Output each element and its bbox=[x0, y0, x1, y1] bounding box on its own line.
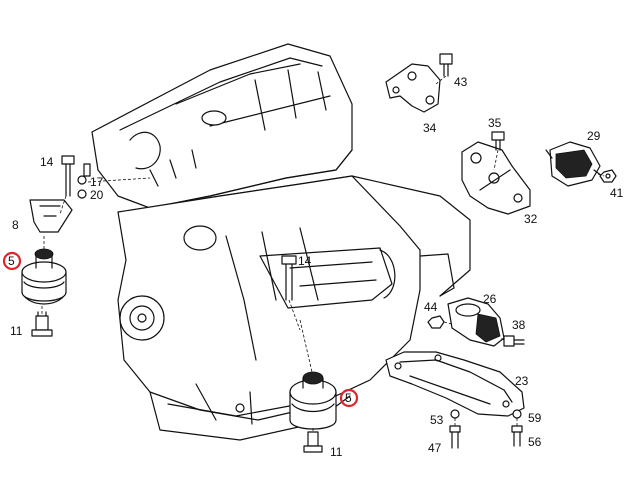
nut-41 bbox=[599, 169, 617, 183]
label-14-left: 14 bbox=[40, 155, 54, 169]
label-43: 43 bbox=[454, 75, 468, 89]
part-labels: 5 5 8 11 11 14 14 17 20 23 26 29 32 34 3… bbox=[2, 75, 624, 459]
label-32: 32 bbox=[524, 212, 538, 226]
bolt-14-left bbox=[61, 155, 75, 197]
bolt-38 bbox=[503, 335, 525, 347]
bolt-56-59 bbox=[511, 409, 523, 447]
label-44: 44 bbox=[424, 300, 438, 314]
label-14-center: 14 bbox=[298, 254, 312, 268]
label-59: 59 bbox=[528, 411, 542, 425]
crossmember-23 bbox=[385, 351, 525, 417]
label-17: 17 bbox=[90, 175, 104, 189]
label-47: 47 bbox=[428, 441, 442, 455]
label-8: 8 bbox=[12, 218, 19, 232]
label-56: 56 bbox=[528, 435, 542, 449]
label-23: 23 bbox=[515, 374, 529, 388]
bolt-11-left bbox=[31, 311, 53, 337]
label-53: 53 bbox=[430, 413, 444, 427]
label-26: 26 bbox=[483, 292, 497, 306]
label-29: 29 bbox=[587, 129, 601, 143]
label-20: 20 bbox=[90, 188, 104, 202]
bolt-35 bbox=[491, 131, 505, 151]
label-38: 38 bbox=[512, 318, 526, 332]
engine-mount-left bbox=[21, 199, 73, 305]
label-11-left: 11 bbox=[10, 324, 23, 338]
bolt-47-53 bbox=[449, 409, 461, 449]
highlight-ring-5-left bbox=[2, 251, 22, 271]
label-35: 35 bbox=[488, 116, 502, 130]
label-34: 34 bbox=[423, 121, 437, 135]
label-11-center: 11 bbox=[330, 445, 343, 459]
engine-block bbox=[91, 43, 471, 441]
transmission-mount-29 bbox=[545, 141, 603, 187]
label-5-left: 5 bbox=[8, 254, 15, 268]
bolt-14-center bbox=[281, 255, 297, 301]
engine-mount-center bbox=[289, 371, 337, 430]
label-5-center: 5 bbox=[345, 391, 352, 405]
highlight-ring-5-center bbox=[339, 388, 359, 408]
bracket-34 bbox=[385, 63, 441, 113]
mount-26 bbox=[447, 297, 505, 347]
nut-44 bbox=[427, 315, 445, 329]
bracket-32 bbox=[461, 141, 531, 215]
bolt-43 bbox=[439, 53, 453, 77]
leader-lines bbox=[41, 75, 605, 432]
label-41: 41 bbox=[610, 186, 624, 200]
bolt-11-center bbox=[303, 431, 323, 453]
washer-17-20 bbox=[77, 163, 91, 199]
